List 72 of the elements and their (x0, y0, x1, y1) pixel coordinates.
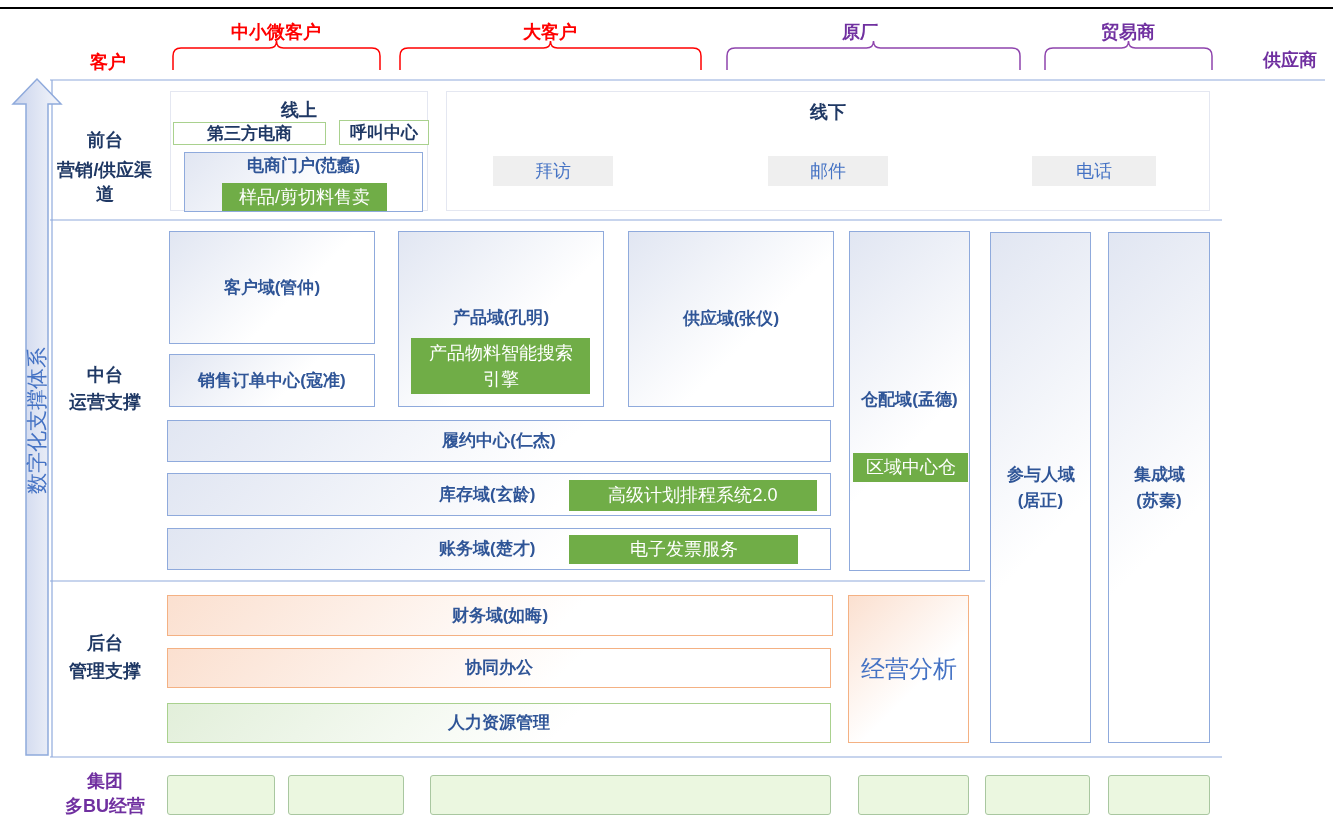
layer-label: 多BU经营 (65, 794, 145, 818)
box-label: 第三方电商 (207, 122, 292, 145)
channel-box (173, 122, 326, 145)
group-label: 贸易商 (1101, 20, 1155, 44)
module-box (167, 648, 831, 688)
domain-title: 销售订单中心(寇准) (198, 369, 346, 392)
box-label: 电子发票服务 (629, 538, 738, 561)
module-box (167, 595, 833, 636)
domain-box (398, 231, 604, 407)
layer-label: 管理支撑 (69, 659, 141, 683)
panel-title: 线下 (810, 102, 846, 124)
layer-label: 集团 (87, 769, 123, 793)
domain-box (1108, 232, 1210, 743)
domain-box (184, 152, 423, 212)
box-label: 高级计划排程系统2.0 (608, 484, 778, 507)
domain-title: 协同办公 (465, 657, 533, 680)
panel-title: 线上 (281, 100, 317, 122)
domain-box (167, 420, 831, 462)
domain-title: 履约中心(仁杰) (442, 430, 556, 453)
box-label: 产品物料智能搜索引擎 (427, 341, 574, 391)
domain-title: 仓配域(孟德) (861, 390, 958, 411)
domain-title: 财务域(如晦) (451, 604, 549, 627)
box-label: 拜访 (535, 159, 571, 183)
vertical-label: 数字化支撑体系 (23, 346, 49, 494)
domain-box (169, 354, 375, 407)
group-label: 中小微客户 (231, 20, 321, 44)
service-box (569, 535, 798, 564)
domain-box (849, 231, 970, 571)
box-label: 区域中心仓 (865, 456, 956, 480)
domain-box (167, 473, 831, 516)
domain-title: 供应域(张仪) (682, 308, 780, 331)
empty-box (985, 775, 1090, 815)
empty-box (858, 775, 969, 815)
group-label: 客户 (90, 50, 126, 74)
box-label: 电话 (1076, 159, 1112, 183)
service-box (569, 480, 817, 511)
domain-title: 经营分析 (860, 654, 957, 684)
domain-box (990, 232, 1091, 743)
empty-box (430, 775, 831, 815)
channel-box (339, 120, 429, 145)
channel-panel (446, 91, 1210, 211)
domain-title: 库存域(玄龄) (439, 485, 536, 506)
domain-title: 账务域(楚才) (439, 539, 536, 560)
box-label: 邮件 (810, 159, 846, 183)
domain-title: 产品域(孔明) (452, 308, 550, 329)
layer-label: 营销/供应渠道 (56, 158, 154, 206)
domain-box (169, 231, 375, 344)
empty-box (1108, 775, 1210, 815)
empty-box (288, 775, 404, 815)
group-label: 原厂 (842, 20, 878, 44)
module-box (848, 595, 969, 743)
domain-title: 参与人域(居正) (1005, 464, 1076, 512)
box-label: 呼叫中心 (350, 121, 418, 144)
domain-box (628, 231, 834, 407)
domain-title: 人力资源管理 (448, 712, 550, 735)
empty-box (167, 775, 275, 815)
module-box (167, 703, 831, 743)
channel-panel (170, 91, 428, 211)
domain-title: 集成域(苏秦) (1132, 464, 1186, 512)
layer-label: 运营支撑 (69, 390, 141, 414)
domain-title: 客户域(管仲) (223, 276, 321, 299)
service-box (853, 453, 968, 482)
group-label: 大客户 (523, 20, 577, 44)
domain-box (167, 528, 831, 570)
domain-title: 电商门户(范蠡) (246, 156, 361, 177)
group-label: 供应商 (1263, 48, 1317, 72)
box-label: 样品/剪切料售卖 (239, 185, 370, 209)
service-box (411, 338, 590, 394)
layer-label: 后台 (87, 631, 123, 655)
layer-label: 中台 (87, 363, 123, 387)
layer-label: 前台 (87, 128, 123, 152)
service-box (222, 183, 387, 211)
